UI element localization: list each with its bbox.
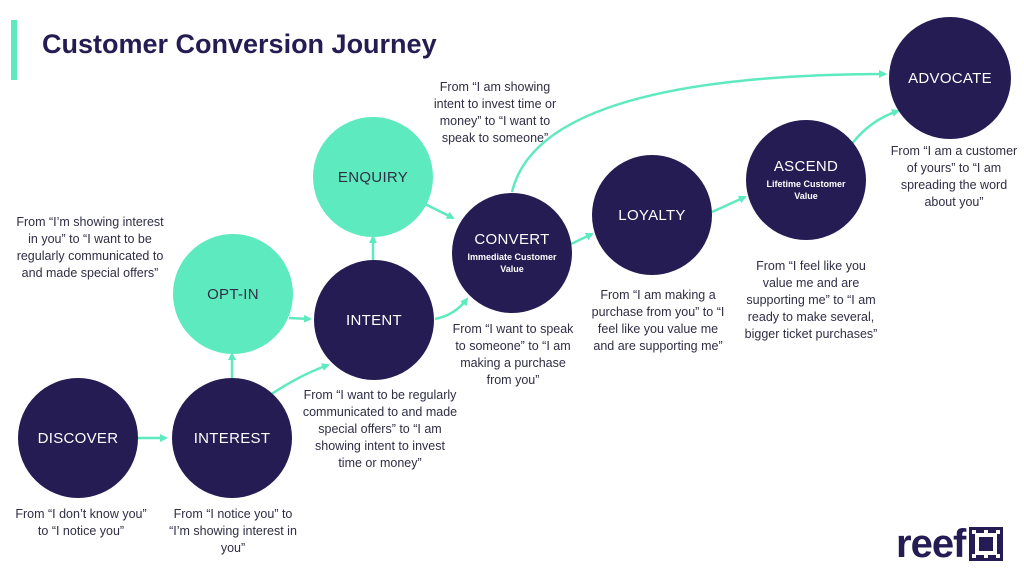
node-ascend-sublabel: Lifetime Customer Value [766, 179, 846, 201]
node-optin: OPT-IN [173, 234, 293, 354]
desc-interest: From “I notice you” to “I’m showing inte… [169, 507, 297, 555]
desc-advocate: From “I am a customer of yours” to “I am… [890, 144, 1018, 209]
arrow-optin-intent [288, 314, 312, 323]
desc-discover: From “I don’t know you” to “I notice you… [15, 507, 147, 538]
node-advocate-label: ADVOCATE [908, 69, 992, 87]
reef-logo: reef [896, 522, 1004, 566]
node-enquiry-label: ENQUIRY [337, 168, 409, 186]
logo-text: reef [896, 522, 966, 566]
node-loyalty: LOYALTY [592, 155, 712, 275]
logo-mark-icon [969, 527, 1004, 561]
node-enquiry: ENQUIRY [313, 117, 433, 237]
desc-convert: From “I want to speak to someone” to “I … [452, 322, 574, 387]
desc-intent: From “I want to be regularly communicate… [302, 388, 458, 470]
arrow-enquiry-convert [424, 202, 455, 220]
node-convert-sublabel: Immediate Customer Value [467, 252, 557, 274]
arrow-convert-advocate [510, 70, 887, 193]
arrow-loyalty-ascend [711, 195, 747, 214]
node-discover-label: DISCOVER [37, 429, 119, 447]
page-title: Customer Conversion Journey [42, 29, 437, 59]
node-intent-label: INTENT [346, 311, 402, 329]
node-convert-label: CONVERT [474, 231, 550, 248]
title-accent-bar [11, 20, 17, 80]
node-interest-label: INTEREST [193, 429, 271, 447]
desc-loyalty: From “I am making a purchase from you” t… [591, 288, 725, 353]
desc-optin: From “I’m showing interest in you” to “I… [16, 215, 164, 280]
node-loyalty-label: LOYALTY [618, 206, 686, 224]
arrow-ascend-advocate [850, 109, 900, 146]
node-ascend-label: ASCEND [773, 158, 839, 175]
node-intent: INTENT [314, 260, 434, 380]
node-ascend: ASCEND Lifetime Customer Value [746, 120, 866, 240]
desc-ascend: From “I feel like you value me and are s… [744, 259, 878, 341]
node-convert: CONVERT Immediate Customer Value [452, 193, 572, 313]
node-interest: INTEREST [172, 378, 292, 498]
arrow-convert-loyalty [570, 232, 594, 246]
desc-enquiry: From “I am showing intent to invest time… [433, 80, 557, 145]
node-advocate: ADVOCATE [889, 17, 1011, 139]
node-optin-label: OPT-IN [207, 285, 259, 303]
node-discover: DISCOVER [18, 378, 138, 498]
arrow-intent-convert [434, 297, 469, 321]
arrow-interest-intent [269, 363, 330, 397]
